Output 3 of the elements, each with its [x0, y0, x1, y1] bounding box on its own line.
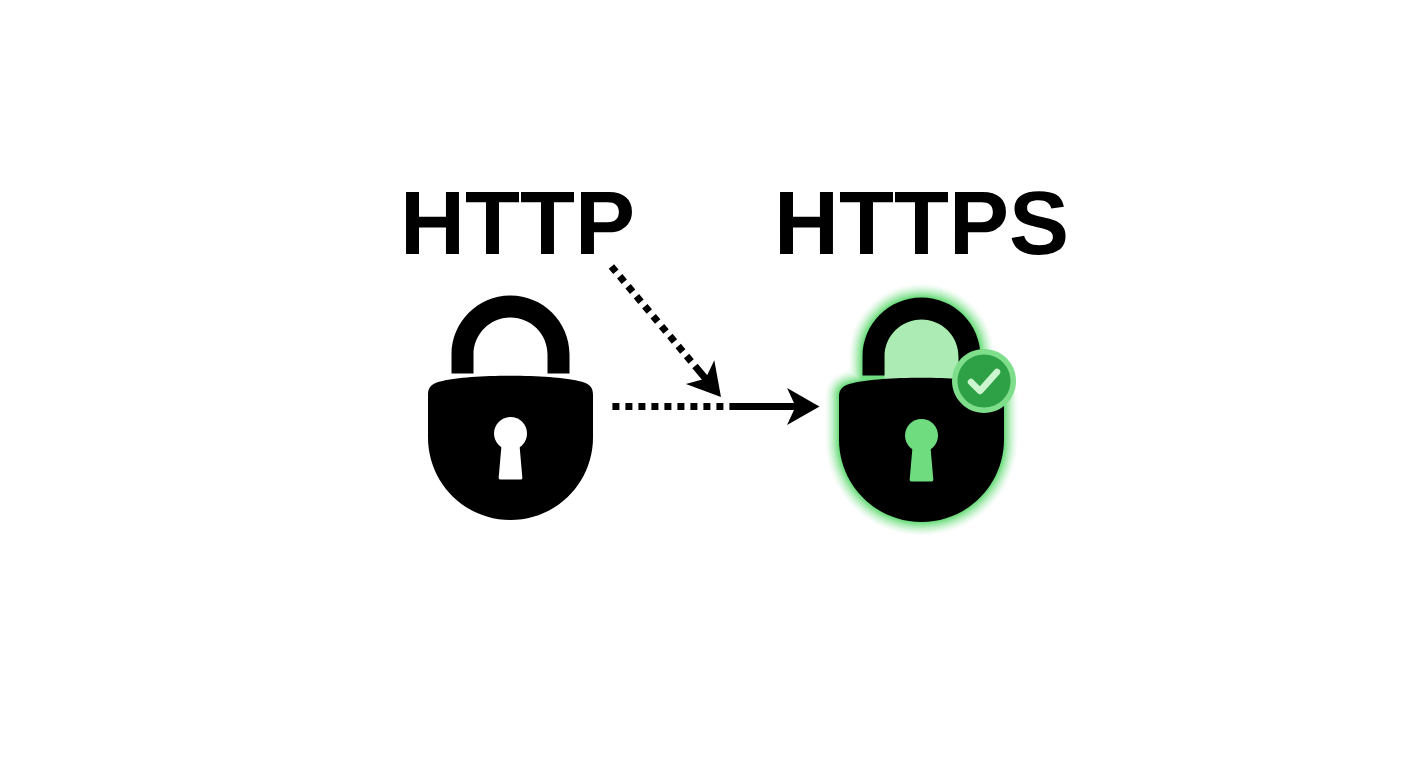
heading: HTTPS [780, 191, 1066, 255]
heading: HTTP [406, 192, 632, 254]
padlock [428, 295, 593, 520]
